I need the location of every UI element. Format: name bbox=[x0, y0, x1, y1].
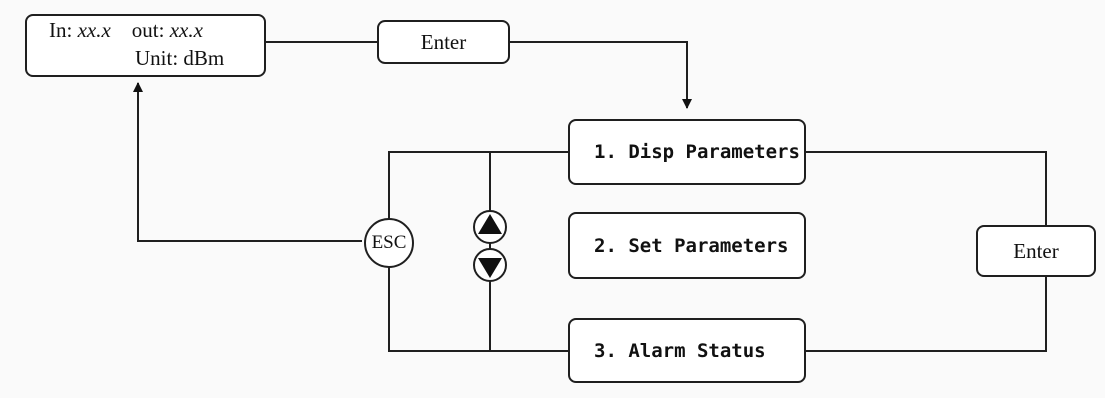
esc-button[interactable]: ESC bbox=[364, 218, 414, 268]
in-value: xx.x bbox=[77, 18, 111, 42]
menu-item-set-parameters-label: 2. Set Parameters bbox=[594, 234, 789, 257]
menu-item-alarm-status[interactable]: 3. Alarm Status bbox=[568, 318, 806, 383]
enter-button-right[interactable]: Enter bbox=[976, 225, 1096, 277]
in-label: In: bbox=[49, 18, 73, 42]
unit-label: Unit: dBm bbox=[135, 46, 225, 70]
enter-button-right-label: Enter bbox=[1013, 238, 1059, 263]
up-arrow-icon bbox=[473, 210, 507, 244]
menu-item-alarm-status-label: 3. Alarm Status bbox=[594, 339, 766, 362]
down-arrow-button[interactable] bbox=[472, 247, 508, 283]
esc-to-display-connector bbox=[133, 82, 362, 242]
enter-button-top-label: Enter bbox=[420, 29, 467, 54]
out-value: xx.x bbox=[169, 18, 203, 42]
down-arrow-icon bbox=[473, 248, 507, 282]
esc-button-label: ESC bbox=[371, 232, 407, 253]
menu-item-set-parameters[interactable]: 2. Set Parameters bbox=[568, 212, 806, 279]
up-arrow-button[interactable] bbox=[472, 209, 508, 245]
lcd-display: In: xx.x out: xx.x Unit: dBm bbox=[25, 14, 266, 77]
enter-button-top[interactable]: Enter bbox=[377, 20, 510, 64]
right-loop-bottom-connector bbox=[806, 276, 1047, 352]
right-loop-top-connector bbox=[806, 151, 1047, 226]
enter-to-disp-connector bbox=[509, 41, 692, 109]
display-input-output-line: In: xx.x out: xx.x bbox=[49, 18, 203, 43]
out-label: out: bbox=[131, 18, 165, 42]
menu-item-disp-parameters-label: 1. Disp Parameters bbox=[594, 141, 800, 163]
menu-item-disp-parameters[interactable]: 1. Disp Parameters bbox=[568, 119, 806, 185]
